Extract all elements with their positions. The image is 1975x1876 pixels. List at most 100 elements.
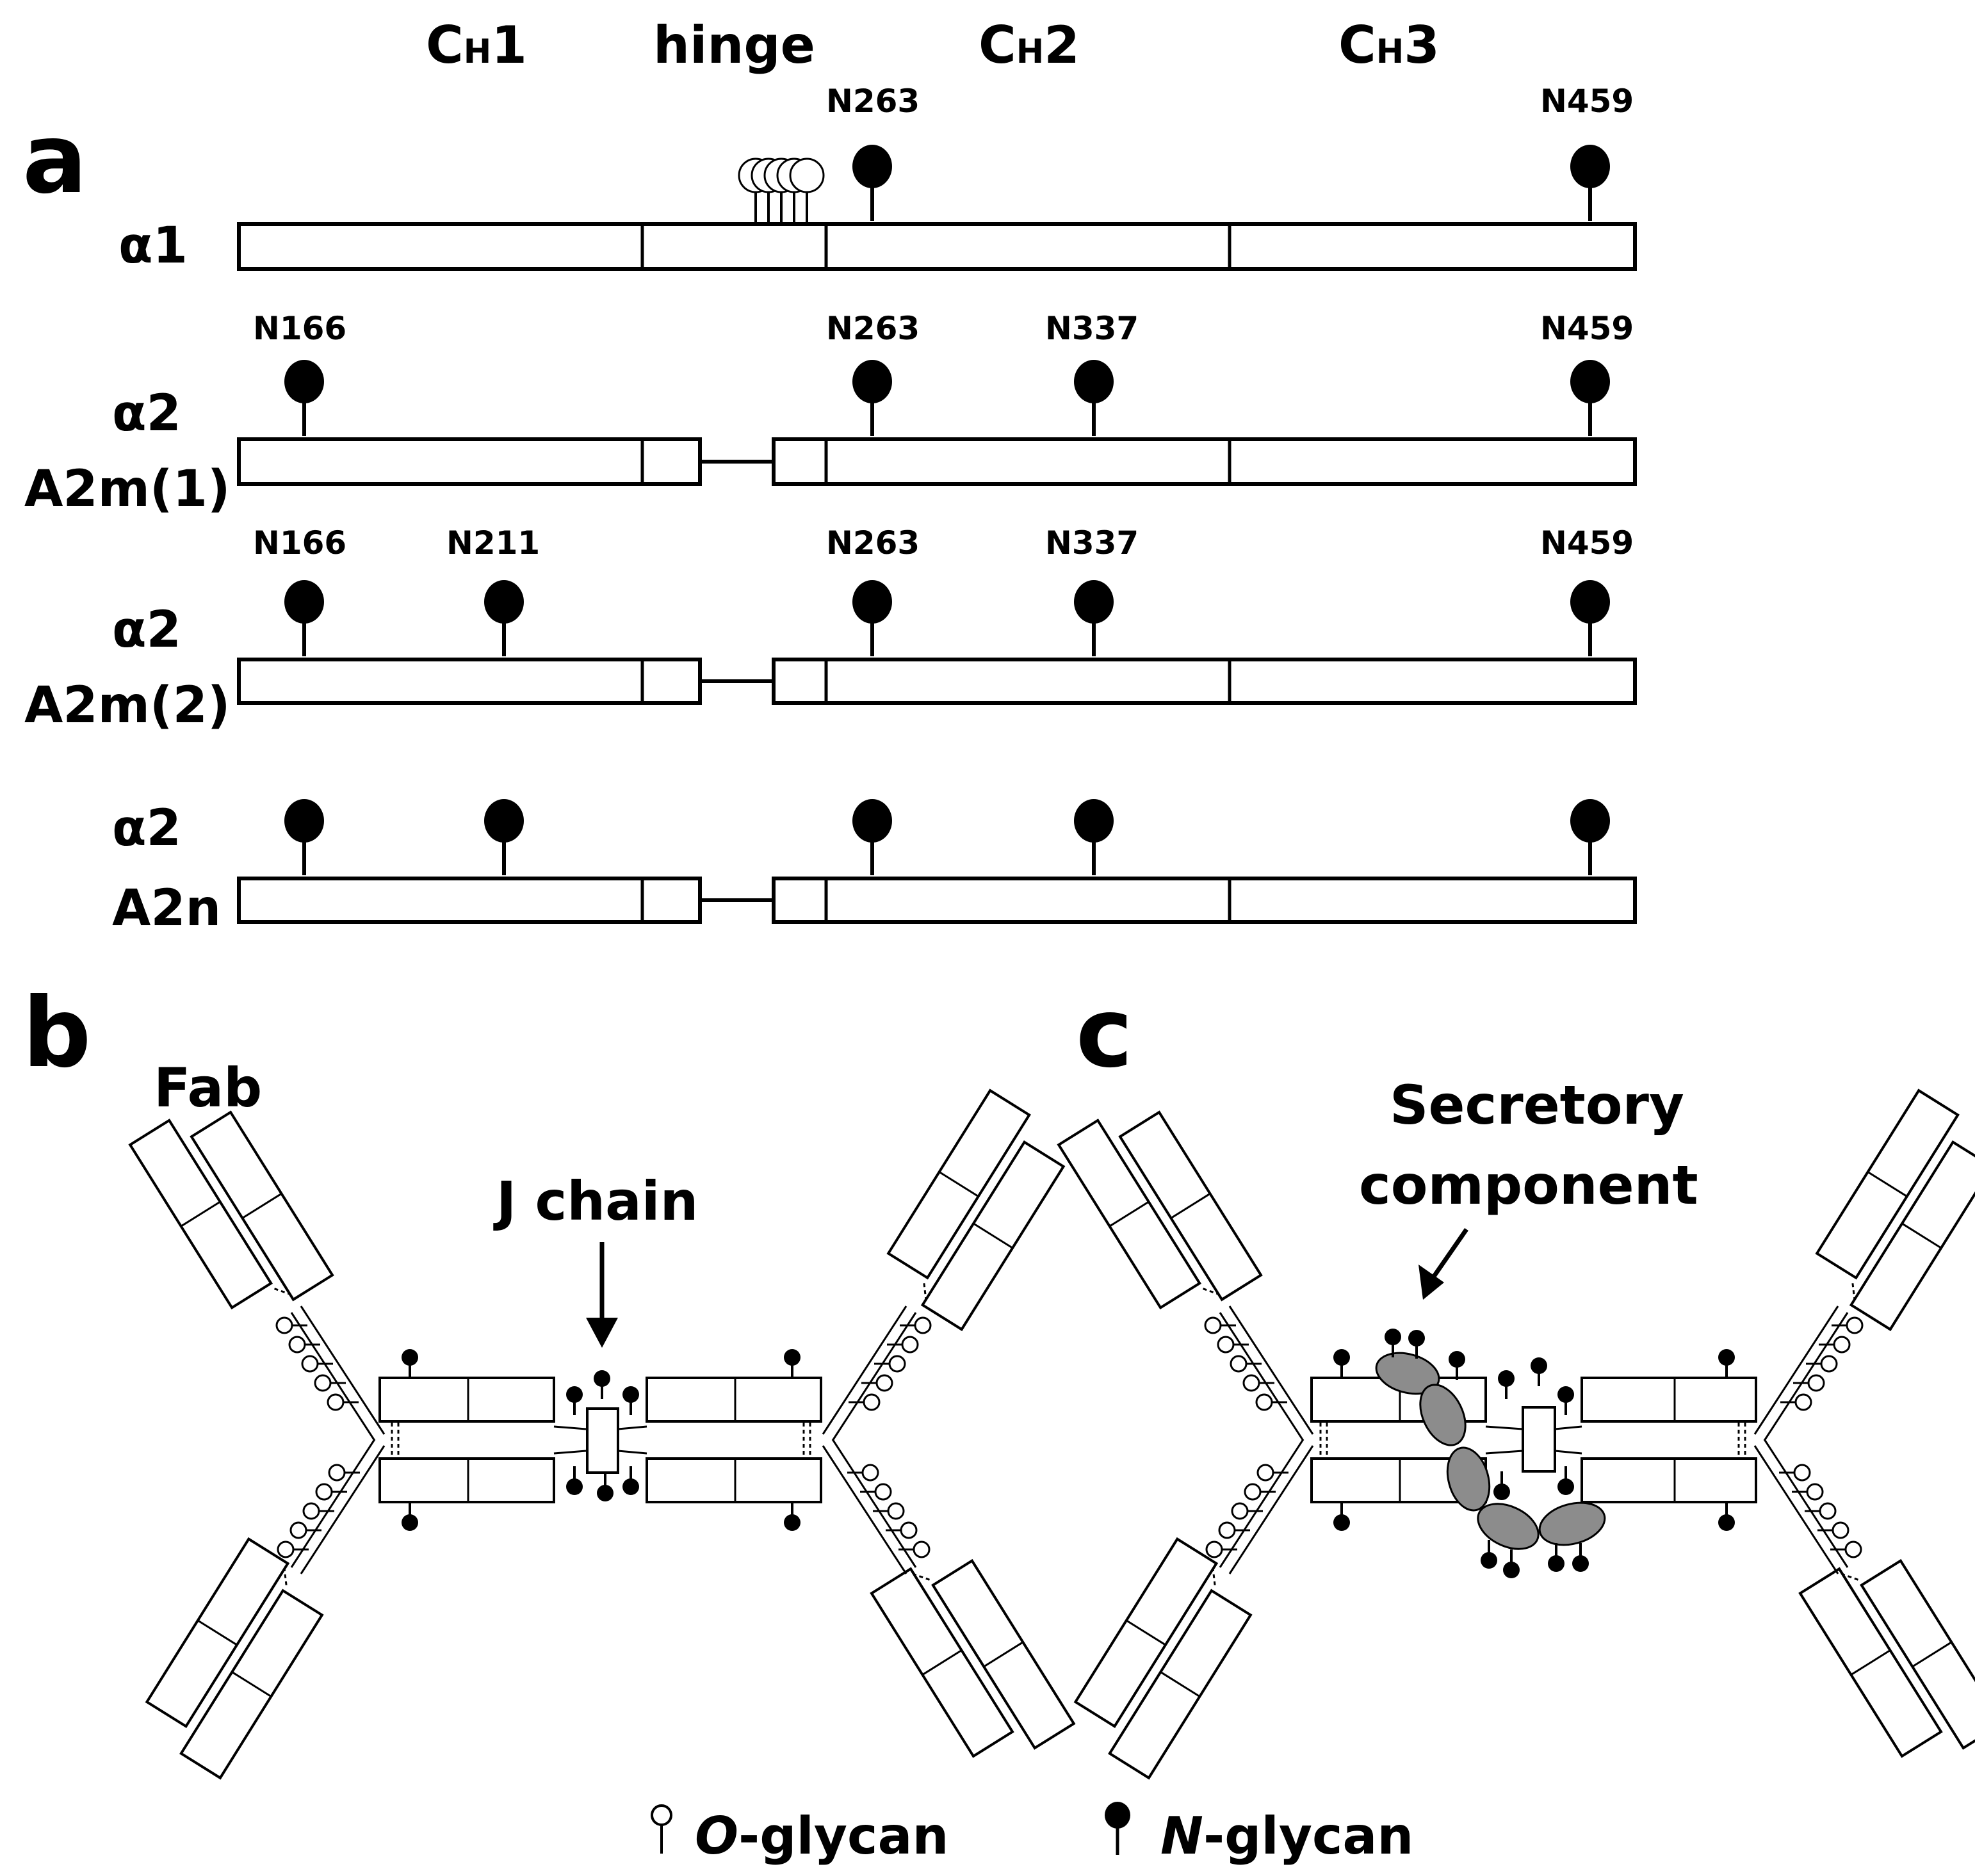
n-glycan-pin: [1717, 1501, 1736, 1532]
n-glycan-pin: [1492, 1470, 1511, 1501]
n-glycan-pin: [1332, 1501, 1351, 1532]
panel-label-b: b: [22, 978, 91, 1089]
panel-a: a CH1 hinge CH2 CH3 α1 N263 N459: [22, 15, 1637, 937]
n-glycan-pin: [1447, 1350, 1467, 1381]
fc-dimer-left: [1310, 1377, 1524, 1503]
n-glycan-pin: [1497, 1369, 1516, 1400]
chain-name: α2: [112, 385, 181, 442]
fc-dimer-left: [378, 1377, 587, 1503]
chain-allotype: A2m(2): [24, 677, 230, 734]
j-chain-arrow: [586, 1242, 618, 1348]
n-glycan-pin: [284, 360, 324, 436]
secretory-label-line2: component: [1359, 1154, 1698, 1217]
n-glycan-pin: [400, 1348, 419, 1379]
fab-arm-upper-left: [129, 1089, 334, 1331]
n-glycan-pin: [1570, 145, 1610, 221]
n-glycan-pin: [783, 1348, 802, 1379]
n-glycan-pin: [565, 1465, 584, 1496]
fab-arm-lower-left: [1061, 1537, 1266, 1779]
n-glycan-pin: [783, 1501, 802, 1532]
legend-o-glycan: O-glycan: [695, 1806, 948, 1866]
fab-arm-lower-left: [132, 1537, 337, 1779]
n-glycan-pin: [1547, 1542, 1566, 1573]
n-glycan-pin: [1074, 360, 1114, 436]
n-glycan-pin: [1556, 1385, 1575, 1416]
site-label: N166: [253, 310, 346, 347]
site-label: N211: [446, 524, 540, 562]
site-label: N166: [253, 524, 346, 562]
n-glycan-pin: [1529, 1356, 1548, 1387]
n-glycan-pin: [1332, 1348, 1351, 1379]
n-glycan-pin: [400, 1501, 419, 1532]
chain-row-alpha2-a2n: α2 A2n: [112, 799, 1637, 937]
heavy-chain-bar-right: [772, 437, 1637, 486]
site-label: N459: [1540, 524, 1634, 562]
o-glycan-icon: [651, 1804, 672, 1854]
n-glycan-pin: [852, 360, 892, 436]
n-glycan-pin: [1570, 360, 1610, 436]
n-glycan-pin: [1571, 1542, 1590, 1573]
domain-header-ch2: CH2: [979, 15, 1080, 75]
n-glycan-pin: [592, 1369, 612, 1400]
fab-arm-upper-right: [873, 1089, 1078, 1331]
j-chain-box: [1522, 1406, 1556, 1473]
chain-allotype: A2m(1): [24, 460, 230, 518]
site-label: N263: [826, 83, 920, 120]
j-chain-label: J chain: [493, 1170, 698, 1233]
n-glycan-pin: [565, 1385, 584, 1416]
n-glycan-icon: [1105, 1802, 1130, 1855]
panel-b: b Fab J chain: [22, 978, 1078, 1779]
n-glycan-pin: [484, 799, 524, 875]
hinge-o-glycans: [738, 158, 825, 224]
site-label: N459: [1540, 310, 1634, 347]
hinge-o-glycans-b: [275, 1306, 932, 1574]
site-label: N263: [826, 524, 920, 562]
n-glycan-pin: [852, 145, 892, 221]
fab-arm-upper-right: [1801, 1089, 1975, 1331]
n-glycan-pin: [1556, 1465, 1575, 1496]
chain-name: α2: [112, 601, 181, 659]
panel-label-c: c: [1076, 978, 1133, 1089]
chain-row-alpha1: α1 N263 N459: [118, 83, 1637, 275]
n-glycan-pin: [284, 799, 324, 875]
heavy-chain-bar-left: [237, 877, 702, 924]
heavy-chain-bar: [237, 222, 1637, 271]
n-glycan-pin: [1502, 1548, 1521, 1580]
n-glycan-pin: [621, 1465, 640, 1496]
panel-label-a: a: [22, 104, 87, 215]
n-glycan-pin: [852, 580, 892, 656]
n-glycan-pin: [1570, 799, 1610, 875]
domain-header-ch1: CH1: [426, 15, 527, 75]
hinge-o-glycans-c: [1204, 1306, 1864, 1574]
heavy-chain-bar-left: [237, 437, 702, 486]
n-glycan-pin: [484, 580, 524, 656]
site-label: N263: [826, 310, 920, 347]
site-label: N337: [1045, 524, 1139, 562]
legend: O-glycan N-glycan: [651, 1802, 1413, 1866]
n-glycan-pin: [621, 1385, 640, 1416]
secretory-arrow: [1418, 1228, 1468, 1300]
n-glycan-pin: [1074, 799, 1114, 875]
n-glycan-pin: [1479, 1539, 1499, 1570]
n-glycan-pin: [1717, 1348, 1736, 1379]
fab-label: Fab: [154, 1056, 262, 1119]
j-chain-box: [586, 1407, 619, 1474]
n-glycan-pin: [1074, 580, 1114, 656]
site-label: N337: [1045, 310, 1139, 347]
fc-dimer-right: [1554, 1377, 1757, 1503]
domain-header-hinge: hinge: [653, 15, 815, 75]
fab-arm-lower-right: [870, 1537, 1075, 1779]
n-glycan-pin: [596, 1471, 615, 1503]
site-label: N459: [1540, 83, 1634, 120]
secretory-component: [1375, 1352, 1606, 1550]
chain-row-alpha2-a2m1: α2 A2m(1) N166 N263 N337 N459: [24, 310, 1637, 518]
n-glycan-pin: [1570, 580, 1610, 656]
fab-arm-upper-left: [1057, 1089, 1263, 1331]
heavy-chain-bar-right: [772, 658, 1637, 705]
secretory-label-line1: Secretory: [1390, 1074, 1684, 1136]
domain-header-ch3: CH3: [1338, 15, 1440, 75]
chain-name: α1: [118, 217, 188, 275]
chain-allotype: A2n: [112, 880, 221, 937]
legend-n-glycan: N-glycan: [1160, 1806, 1413, 1866]
